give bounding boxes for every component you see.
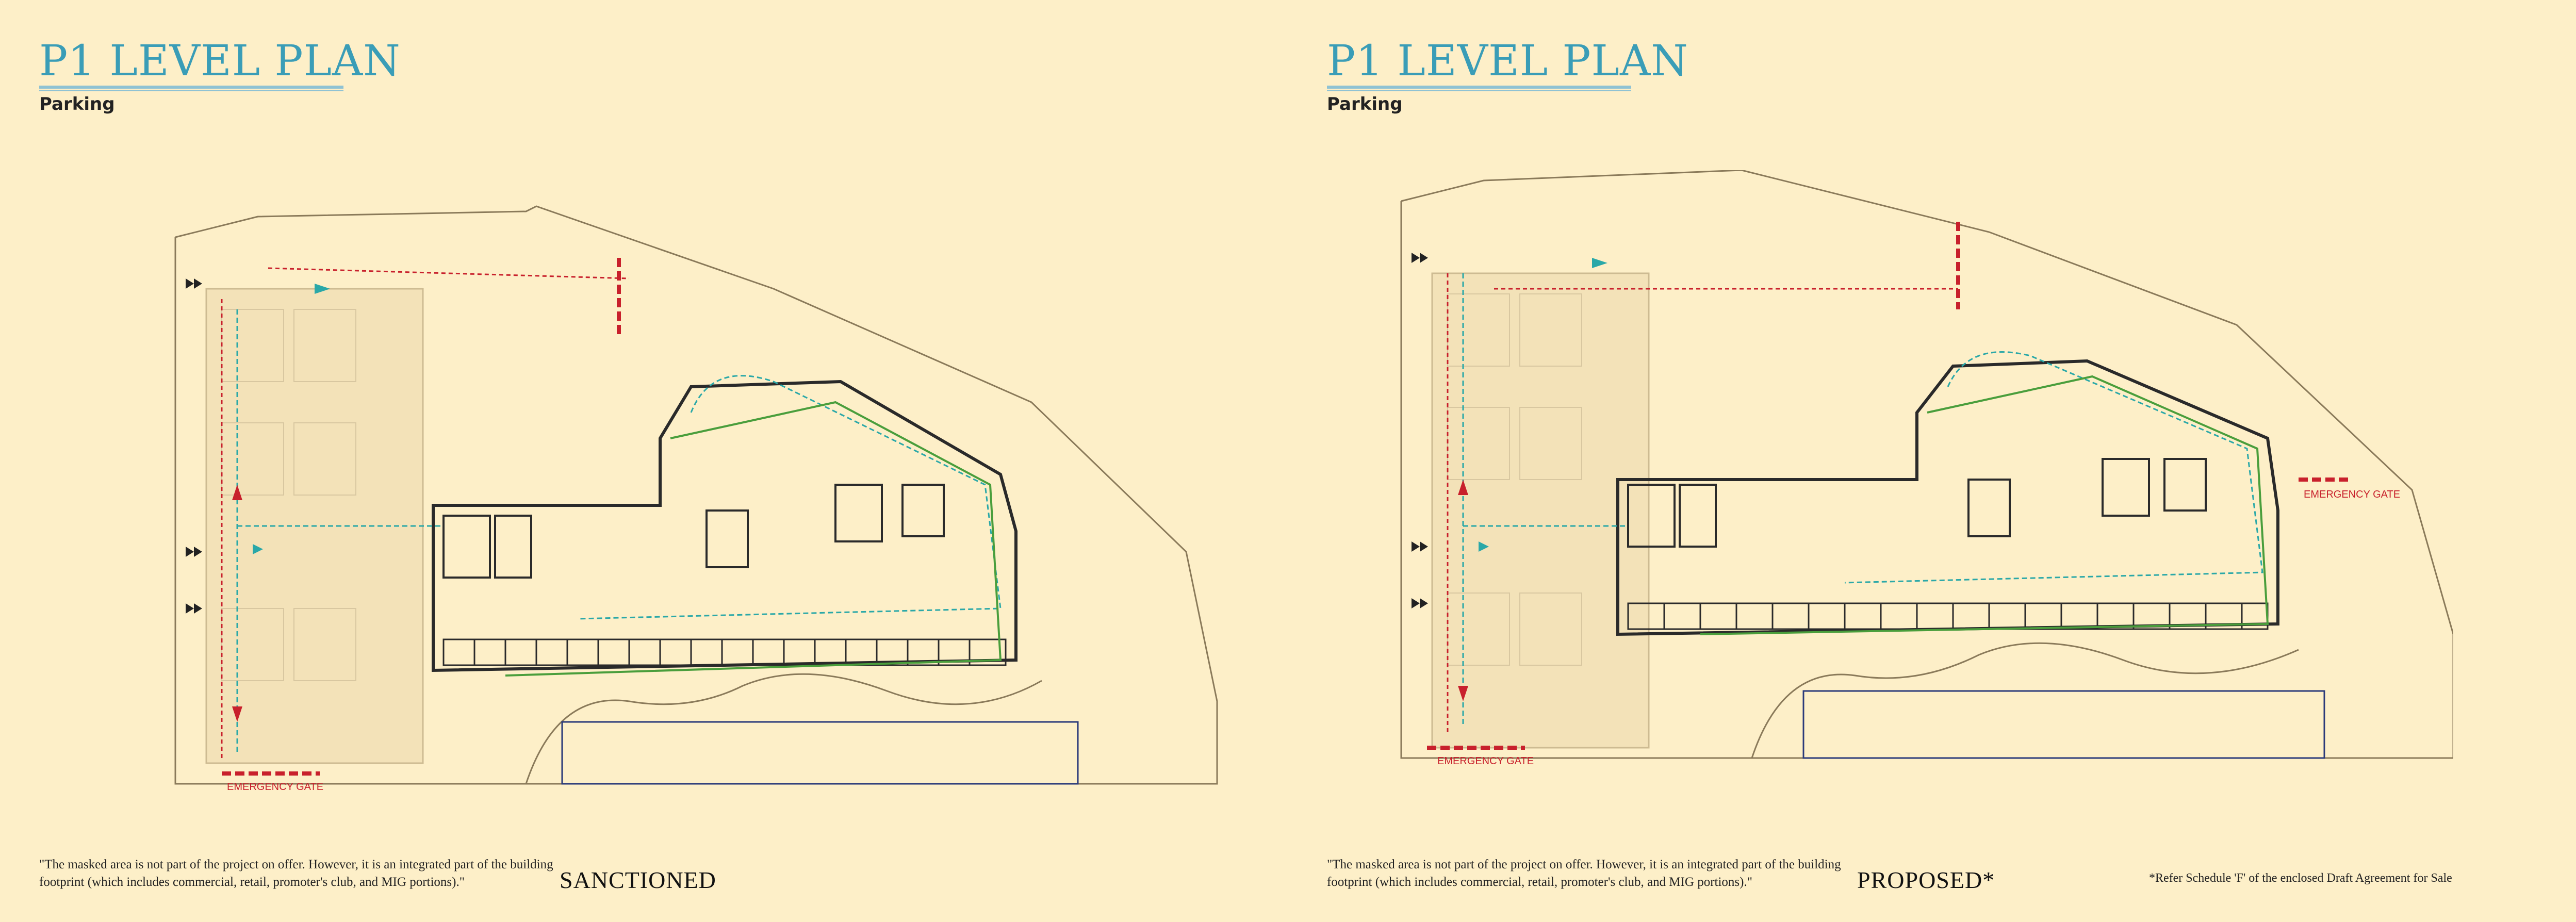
title-underline-thin bbox=[1327, 90, 1631, 91]
podium-curve bbox=[1751, 642, 2299, 759]
panel-proposed: P1 LEVEL PLAN Parking bbox=[1288, 0, 2575, 922]
entry-arrows bbox=[1412, 253, 1428, 608]
masked-area-footnote: "The masked area is not part of the proj… bbox=[1327, 858, 1841, 889]
driveway-green bbox=[1700, 375, 2269, 635]
page-title: P1 LEVEL PLAN bbox=[1327, 37, 1688, 86]
driveway-green bbox=[505, 401, 1002, 677]
masked-area bbox=[1431, 272, 1650, 749]
flow-arrows bbox=[232, 284, 330, 722]
podium-edge bbox=[1802, 690, 2325, 759]
driveway-red bbox=[221, 267, 630, 758]
entry-arrows bbox=[186, 278, 202, 614]
podium-edge bbox=[561, 721, 1079, 785]
schedule-note: *Refer Schedule 'F' of the enclosed Draf… bbox=[2149, 871, 2452, 885]
floor-plan-proposed: EMERGENCY GATE EMERGENCY GATE bbox=[1400, 170, 2453, 767]
building-cores bbox=[1627, 458, 2207, 548]
emergency-gate-bottom-label: EMERGENCY GATE bbox=[1437, 755, 1534, 767]
building-footprint bbox=[432, 380, 1018, 672]
page-subtitle: Parking bbox=[1327, 94, 1403, 114]
driveway-teal bbox=[1462, 273, 2263, 727]
driveway-teal bbox=[236, 309, 1002, 753]
building-cores bbox=[442, 484, 945, 579]
title-underline bbox=[39, 86, 343, 89]
plan-status-label: PROPOSED* bbox=[1857, 867, 1995, 893]
plan-status-label: SANCTIONED bbox=[560, 867, 716, 893]
emergency-gate-right-label: EMERGENCY GATE bbox=[2304, 489, 2400, 500]
floor-plan-sanctioned: EMERGENCY GATE bbox=[174, 205, 1218, 793]
parking-bays bbox=[442, 638, 1007, 666]
flow-arrows bbox=[1458, 258, 1607, 701]
emergency-gate-bottom-label: EMERGENCY GATE bbox=[227, 781, 323, 793]
title-underline bbox=[1327, 86, 1631, 89]
masked-area-footnote: "The masked area is not part of the proj… bbox=[39, 858, 553, 889]
title-underline-thin bbox=[39, 90, 343, 91]
driveway-red bbox=[1447, 273, 1958, 732]
panel-sanctioned: P1 LEVEL PLAN Parking bbox=[39, 37, 1218, 893]
page-subtitle: Parking bbox=[39, 94, 115, 114]
podium-curve bbox=[525, 673, 1042, 784]
page-title: P1 LEVEL PLAN bbox=[39, 37, 401, 86]
